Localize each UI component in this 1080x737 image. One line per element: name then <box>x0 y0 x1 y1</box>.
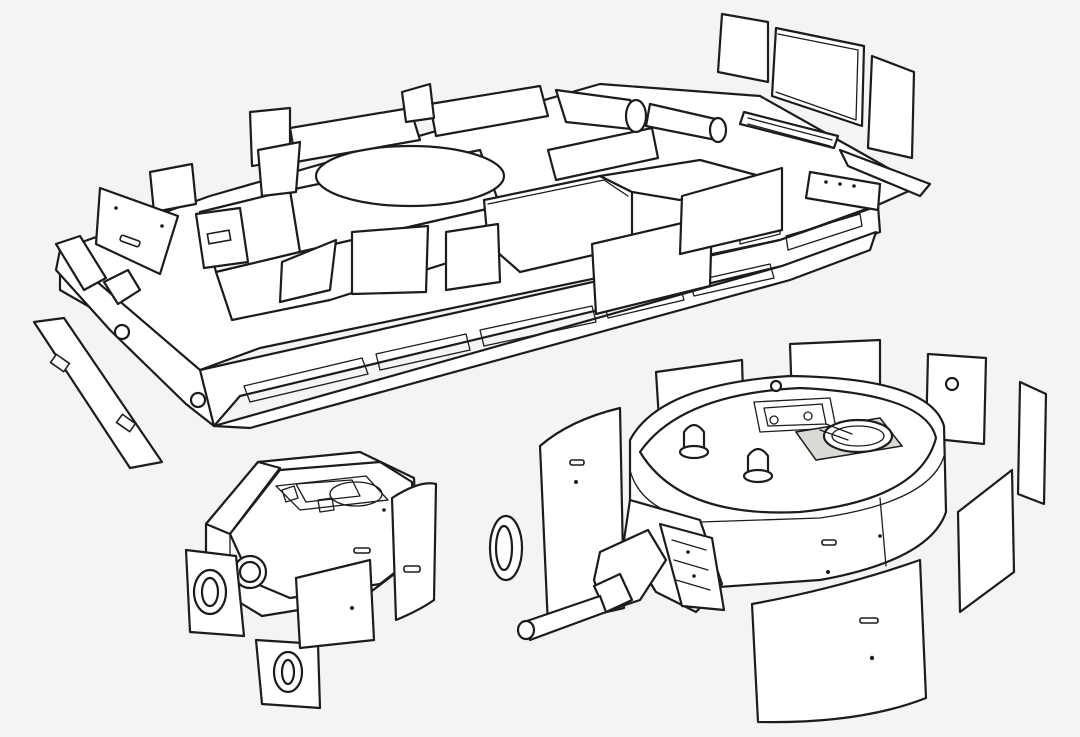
small-turret-assembly <box>184 450 438 710</box>
hull-applique-plates <box>32 82 784 470</box>
hull-assembly <box>32 12 932 470</box>
large-turret-assembly <box>488 338 1048 724</box>
hull-rear-side-plate <box>716 12 916 160</box>
